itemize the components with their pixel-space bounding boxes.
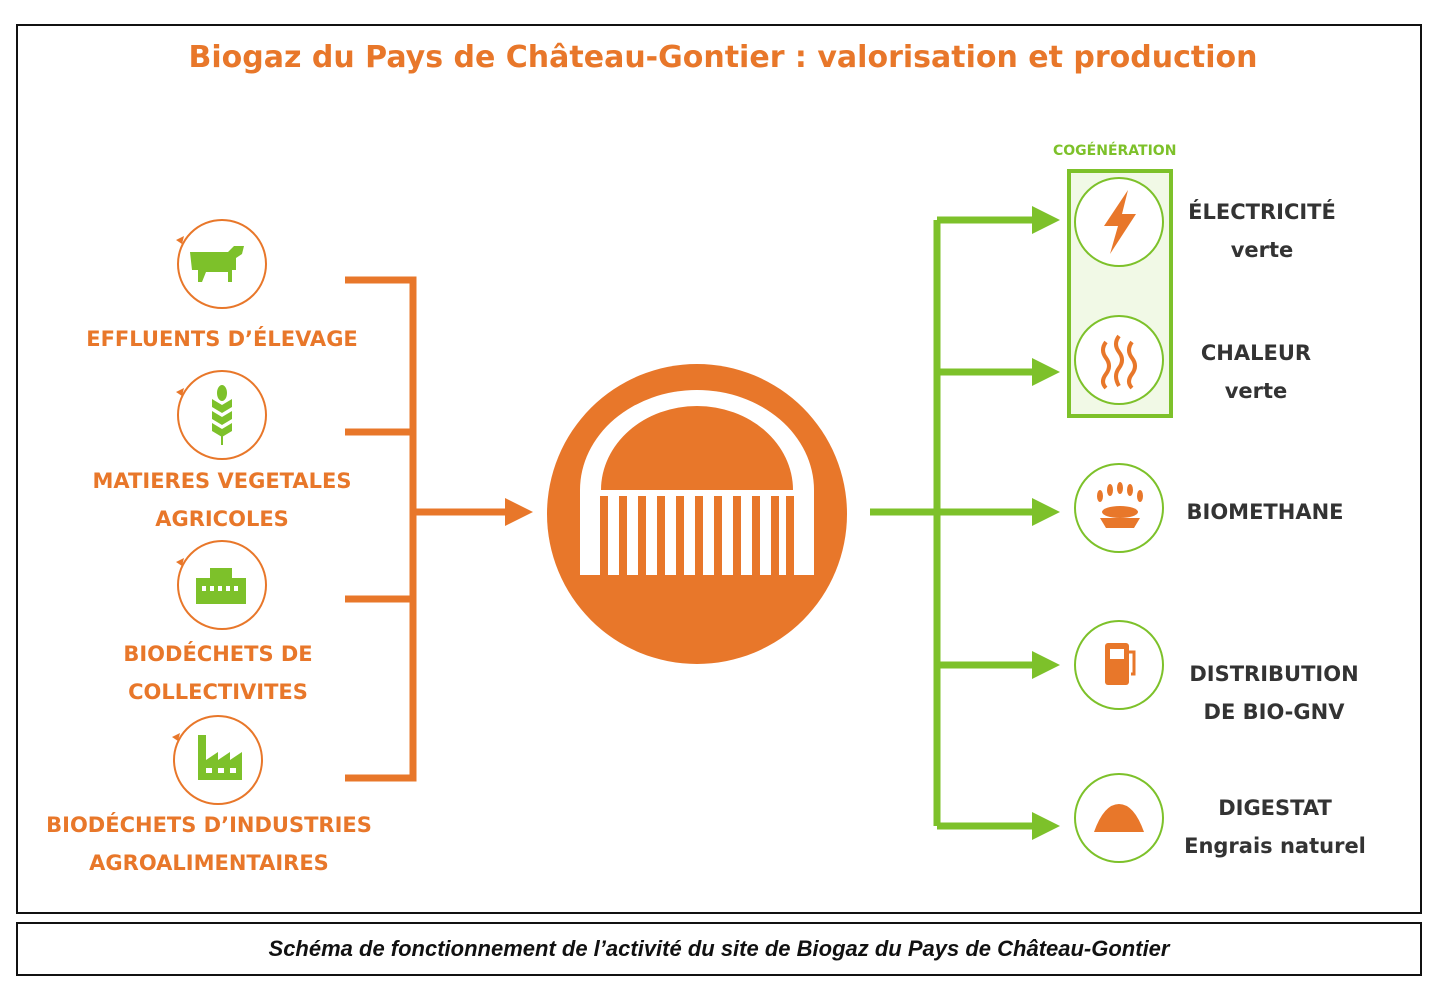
output-label-biomethane: BIOMETHANE	[1187, 493, 1344, 531]
label-line: verte	[1230, 238, 1294, 262]
label-line: DE BIO-GNV	[1203, 700, 1345, 724]
label-line: EFFLUENTS D’ÉLEVAGE	[86, 327, 358, 351]
label-line: DIGESTAT	[1218, 796, 1332, 820]
lightning-icon	[1074, 177, 1164, 267]
output-label-bio-gnv: DISTRIBUTION DE BIO-GNV	[1189, 655, 1358, 731]
output-label-electricite: ÉLECTRICITÉ verte	[1188, 193, 1336, 269]
input-label-industries: BIODÉCHETS D’INDUSTRIES AGROALIMENTAIRES	[46, 806, 372, 882]
heat-waves-icon	[1074, 315, 1164, 405]
cogeneration-label: COGÉNÉRATION	[1053, 143, 1177, 159]
label-line: Engrais naturel	[1184, 834, 1366, 858]
input-label-effluents: EFFLUENTS D’ÉLEVAGE	[86, 320, 358, 358]
diagram-title: Biogaz du Pays de Château-Gontier : valo…	[188, 40, 1258, 75]
input-label-collectivites: BIODÉCHETS DE COLLECTIVITES	[123, 635, 312, 711]
label-line: BIODÉCHETS D’INDUSTRIES	[46, 813, 372, 837]
caption-box: Schéma de fonctionnement de l’activité d…	[16, 922, 1422, 976]
input-bracket	[345, 276, 510, 782]
diagram-frame	[16, 24, 1422, 914]
label-line: verte	[1224, 379, 1288, 403]
digester-icon	[547, 364, 847, 664]
label-line: DISTRIBUTION	[1189, 662, 1359, 686]
output-branches	[870, 216, 1036, 830]
label-line: CHALEUR	[1200, 341, 1312, 365]
input-arrowhead	[505, 498, 533, 526]
label-line: AGRICOLES	[155, 507, 289, 531]
label-line: BIODÉCHETS DE	[123, 642, 313, 666]
output-label-chaleur: CHALEUR verte	[1201, 334, 1311, 410]
label-line: AGROALIMENTAIRES	[89, 851, 329, 875]
label-line: BIOMETHANE	[1186, 500, 1344, 524]
label-line: MATIERES VEGETALES	[92, 469, 352, 493]
input-label-vegetales: MATIERES VEGETALES AGRICOLES	[93, 462, 352, 538]
figure-caption: Schéma de fonctionnement de l’activité d…	[268, 936, 1170, 961]
label-line: ÉLECTRICITÉ	[1188, 200, 1336, 224]
fertilizer-pile-icon	[1074, 773, 1164, 863]
factory-icon	[172, 715, 263, 805]
cow-icon	[176, 219, 267, 309]
output-arrowheads	[1032, 206, 1060, 840]
gas-burner-icon	[1074, 463, 1164, 553]
building-icon	[176, 540, 267, 630]
label-line: COLLECTIVITES	[128, 680, 308, 704]
output-label-digestat: DIGESTAT Engrais naturel	[1184, 789, 1366, 865]
fuel-pump-icon	[1074, 620, 1164, 710]
wheat-icon	[176, 370, 267, 460]
